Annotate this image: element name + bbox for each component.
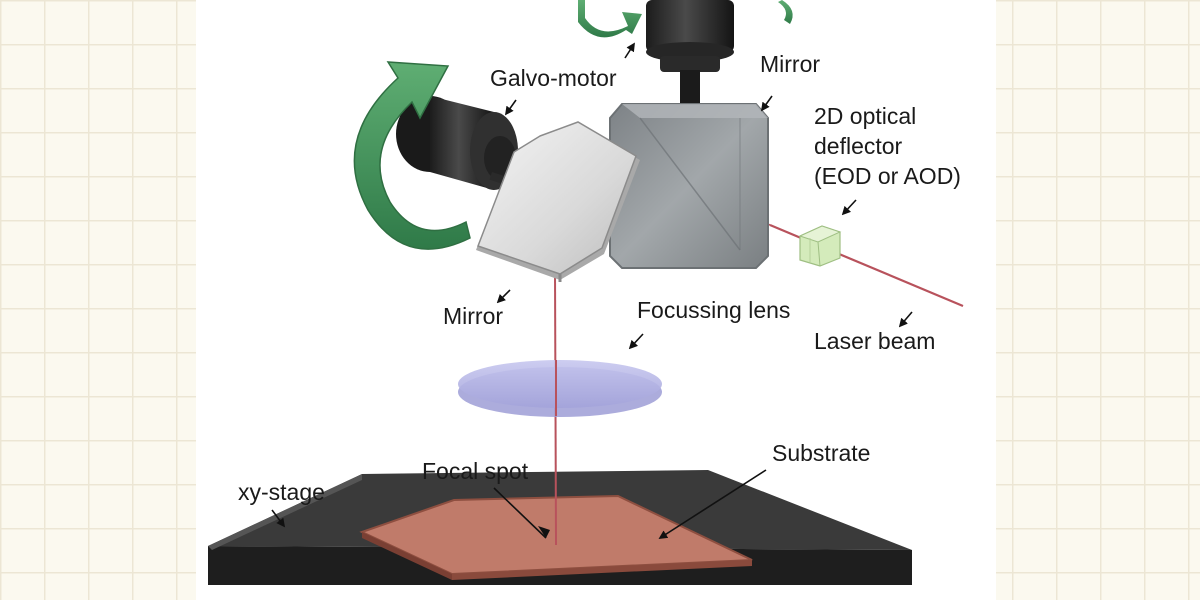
label-deflector-line1: 2D optical <box>814 103 916 129</box>
substrate <box>359 494 753 580</box>
label-laser-beam: Laser beam <box>814 328 935 354</box>
mirror-block <box>609 103 769 269</box>
label-focusing-lens: Focussing lens <box>637 297 790 323</box>
annotation-arrows <box>271 42 913 539</box>
rotation-arrow-left <box>353 61 471 250</box>
focusing-lens <box>458 360 662 417</box>
label-galvo-motor: Galvo-motor <box>490 65 617 91</box>
label-deflector-line2: deflector <box>814 133 903 159</box>
label-mirror-top: Mirror <box>760 51 820 77</box>
label-xy-stage: xy-stage <box>238 479 325 505</box>
optical-deflector-cube <box>798 225 842 267</box>
label-substrate: Substrate <box>772 440 870 466</box>
rotation-arrow-top <box>578 0 793 38</box>
galvo-motor-left <box>396 96 531 192</box>
label-deflector-line3: (EOD or AOD) <box>814 163 961 189</box>
galvo-motor-top <box>646 0 734 104</box>
label-focal-spot: Focal spot <box>422 458 529 484</box>
labels: Galvo-motor Mirror 2D optical deflector … <box>238 51 961 505</box>
label-mirror-left: Mirror <box>443 303 503 329</box>
mirror-left <box>476 121 640 282</box>
